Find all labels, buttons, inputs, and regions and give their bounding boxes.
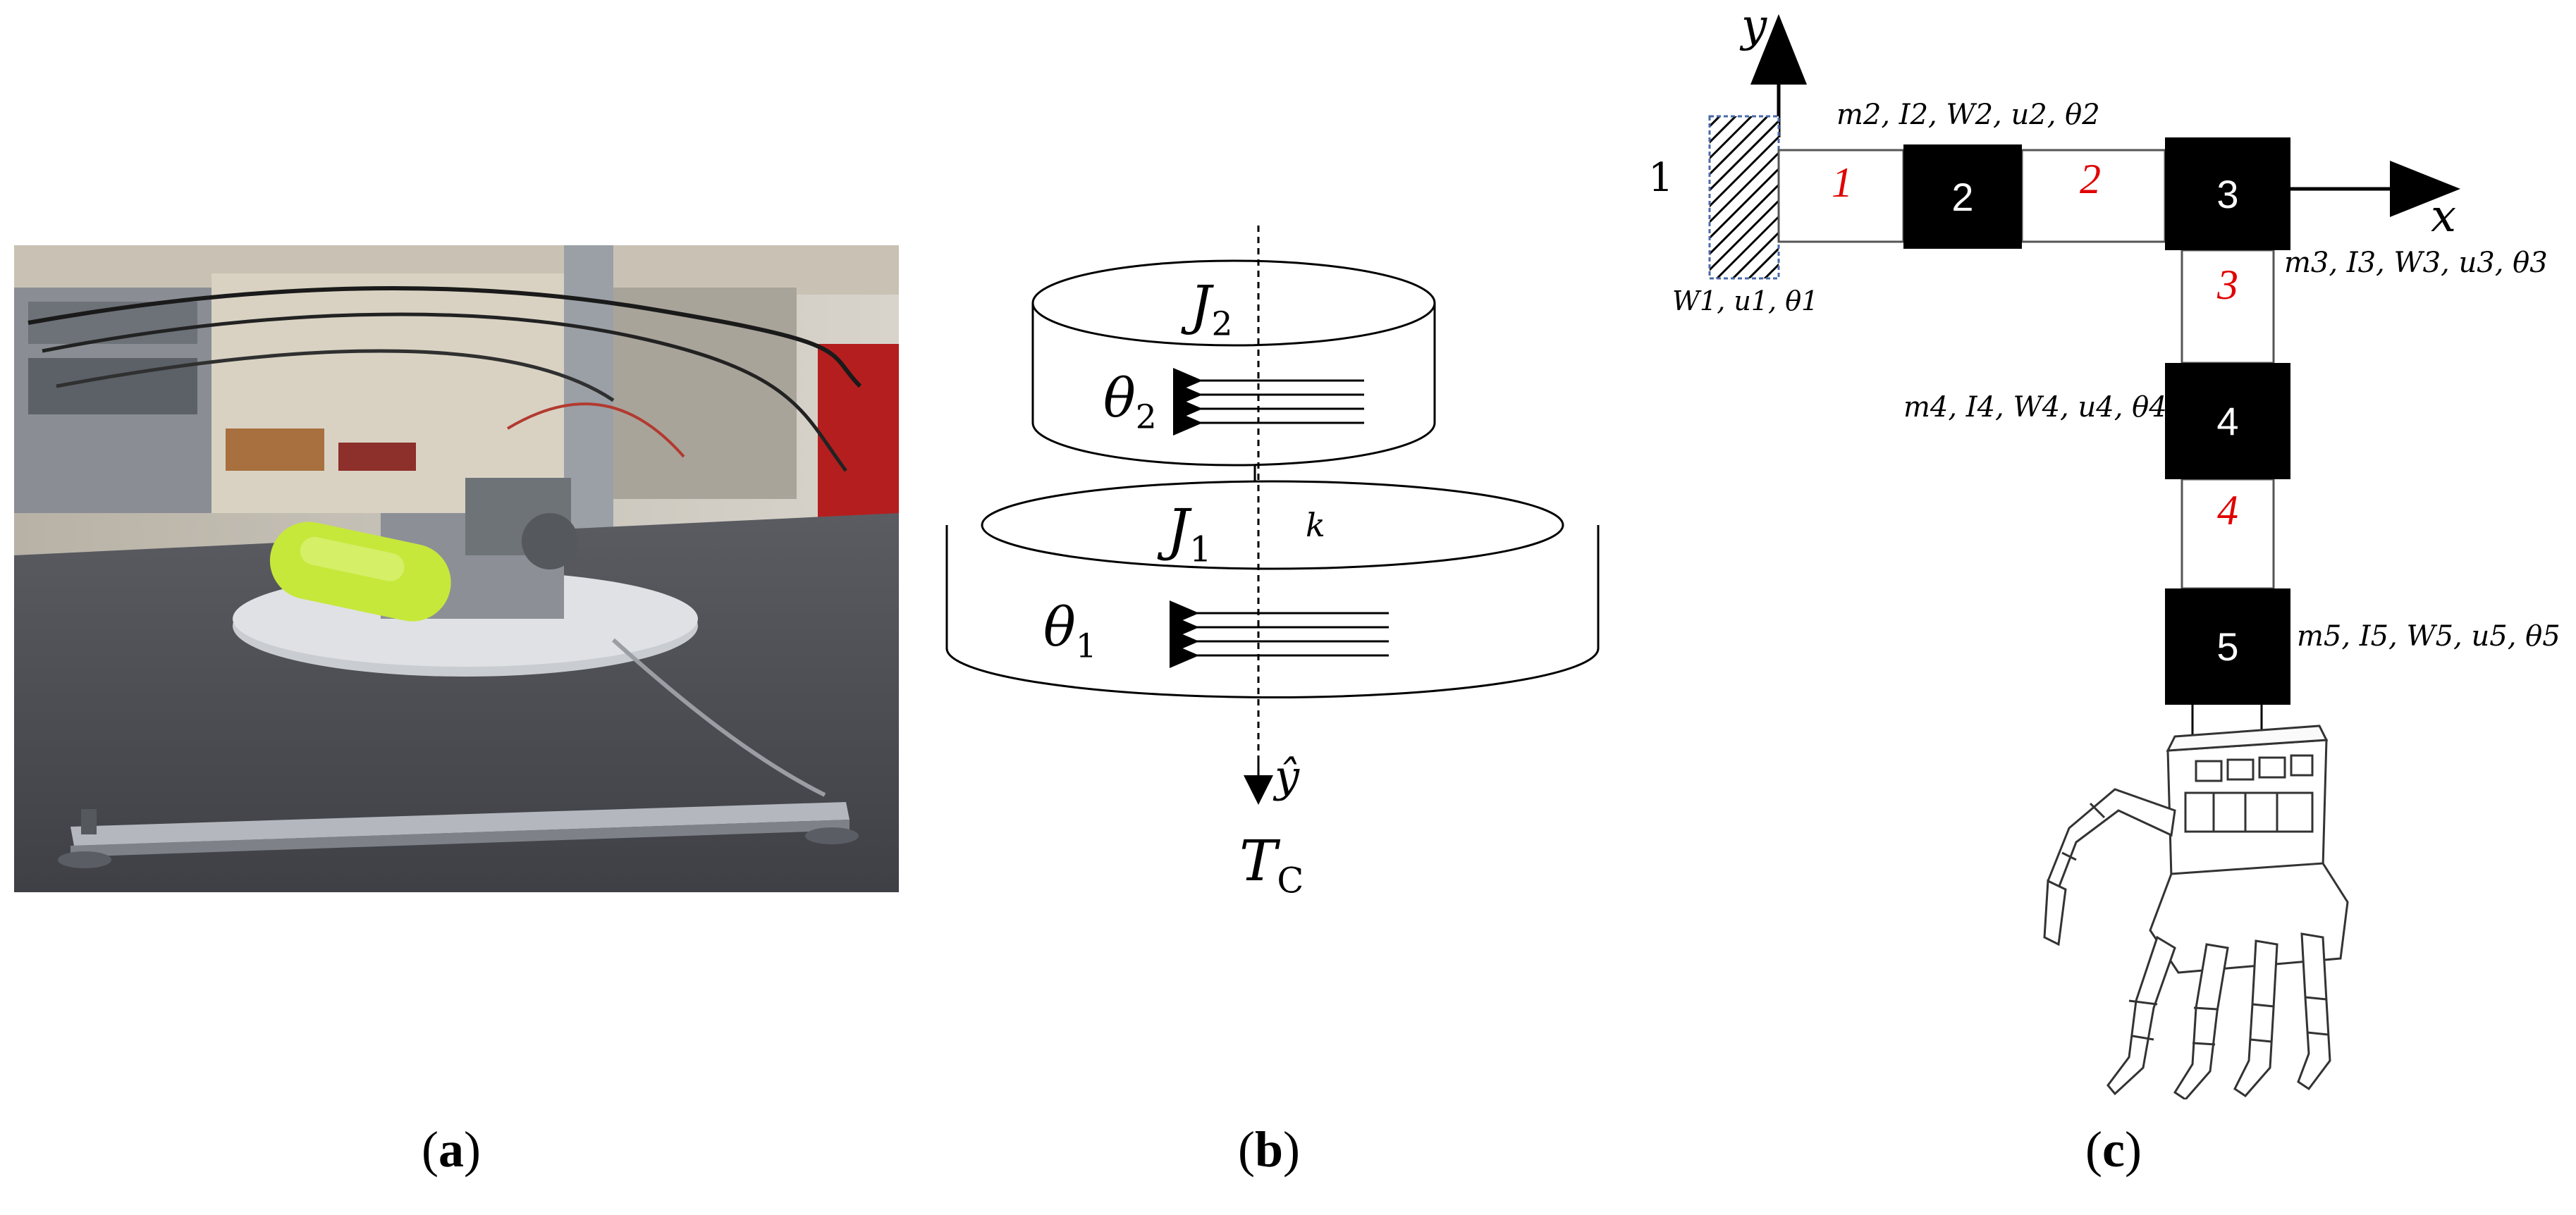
node-5-label: m5, I5, W5, u5, θ5 <box>2297 620 2560 653</box>
y-axis-label: y <box>1741 0 1767 52</box>
upper-disk <box>1031 259 1436 467</box>
robot-hand-drawing <box>2043 724 2349 1099</box>
link-number-1: 1 <box>1832 159 1853 206</box>
caption-a: (a) <box>422 1121 481 1178</box>
mass-block-5: 5 <box>2165 588 2290 705</box>
torsion-diagram <box>945 226 1600 805</box>
node-4-label: m4, I4, W4, u4, θ4 <box>1903 391 2167 424</box>
mass-block-4: 4 <box>2165 363 2290 479</box>
test-rig-photo-illustration <box>14 245 899 892</box>
caption-c: (c) <box>2085 1121 2142 1178</box>
x-axis-label: x <box>2431 190 2457 242</box>
wall-number: 1 <box>1648 155 1674 201</box>
lower-angle-label: θ1 <box>1043 596 1097 666</box>
test-rig-photo <box>14 245 899 892</box>
lower-inertia-label: J1 <box>1167 497 1212 570</box>
upper-rotation-arrows <box>1173 368 1364 436</box>
upper-angle-label: θ2 <box>1103 366 1157 437</box>
torque-label: TC <box>1239 828 1304 901</box>
link-2 <box>2020 149 2166 243</box>
link-1 <box>1777 149 1905 243</box>
mass-chain-diagram <box>1708 14 2460 1099</box>
lower-rotation-arrows <box>1170 600 1389 668</box>
link-number-3: 3 <box>2217 261 2238 308</box>
upper-inertia-label: J2 <box>1190 273 1233 344</box>
axis-label: ŷ <box>1275 751 1300 802</box>
link-number-4: 4 <box>2217 487 2238 534</box>
mass-block-2: 2 <box>1903 144 2022 249</box>
link-4 <box>2181 478 2275 590</box>
mass-block-3: 3 <box>2165 137 2290 250</box>
wall-dof-label: W1, u1, θ1 <box>1672 285 1819 316</box>
lower-disk <box>945 480 1600 699</box>
caption-b: (b) <box>1237 1121 1300 1178</box>
node-2-label: m2, I2, W2, u2, θ2 <box>1836 99 2100 131</box>
fixed-wall <box>1708 115 1780 280</box>
spring-constant-label: k <box>1306 506 1325 544</box>
link-number-2: 2 <box>2080 156 2101 202</box>
node-3-label: m3, I3, W3, u3, θ3 <box>2284 247 2548 279</box>
